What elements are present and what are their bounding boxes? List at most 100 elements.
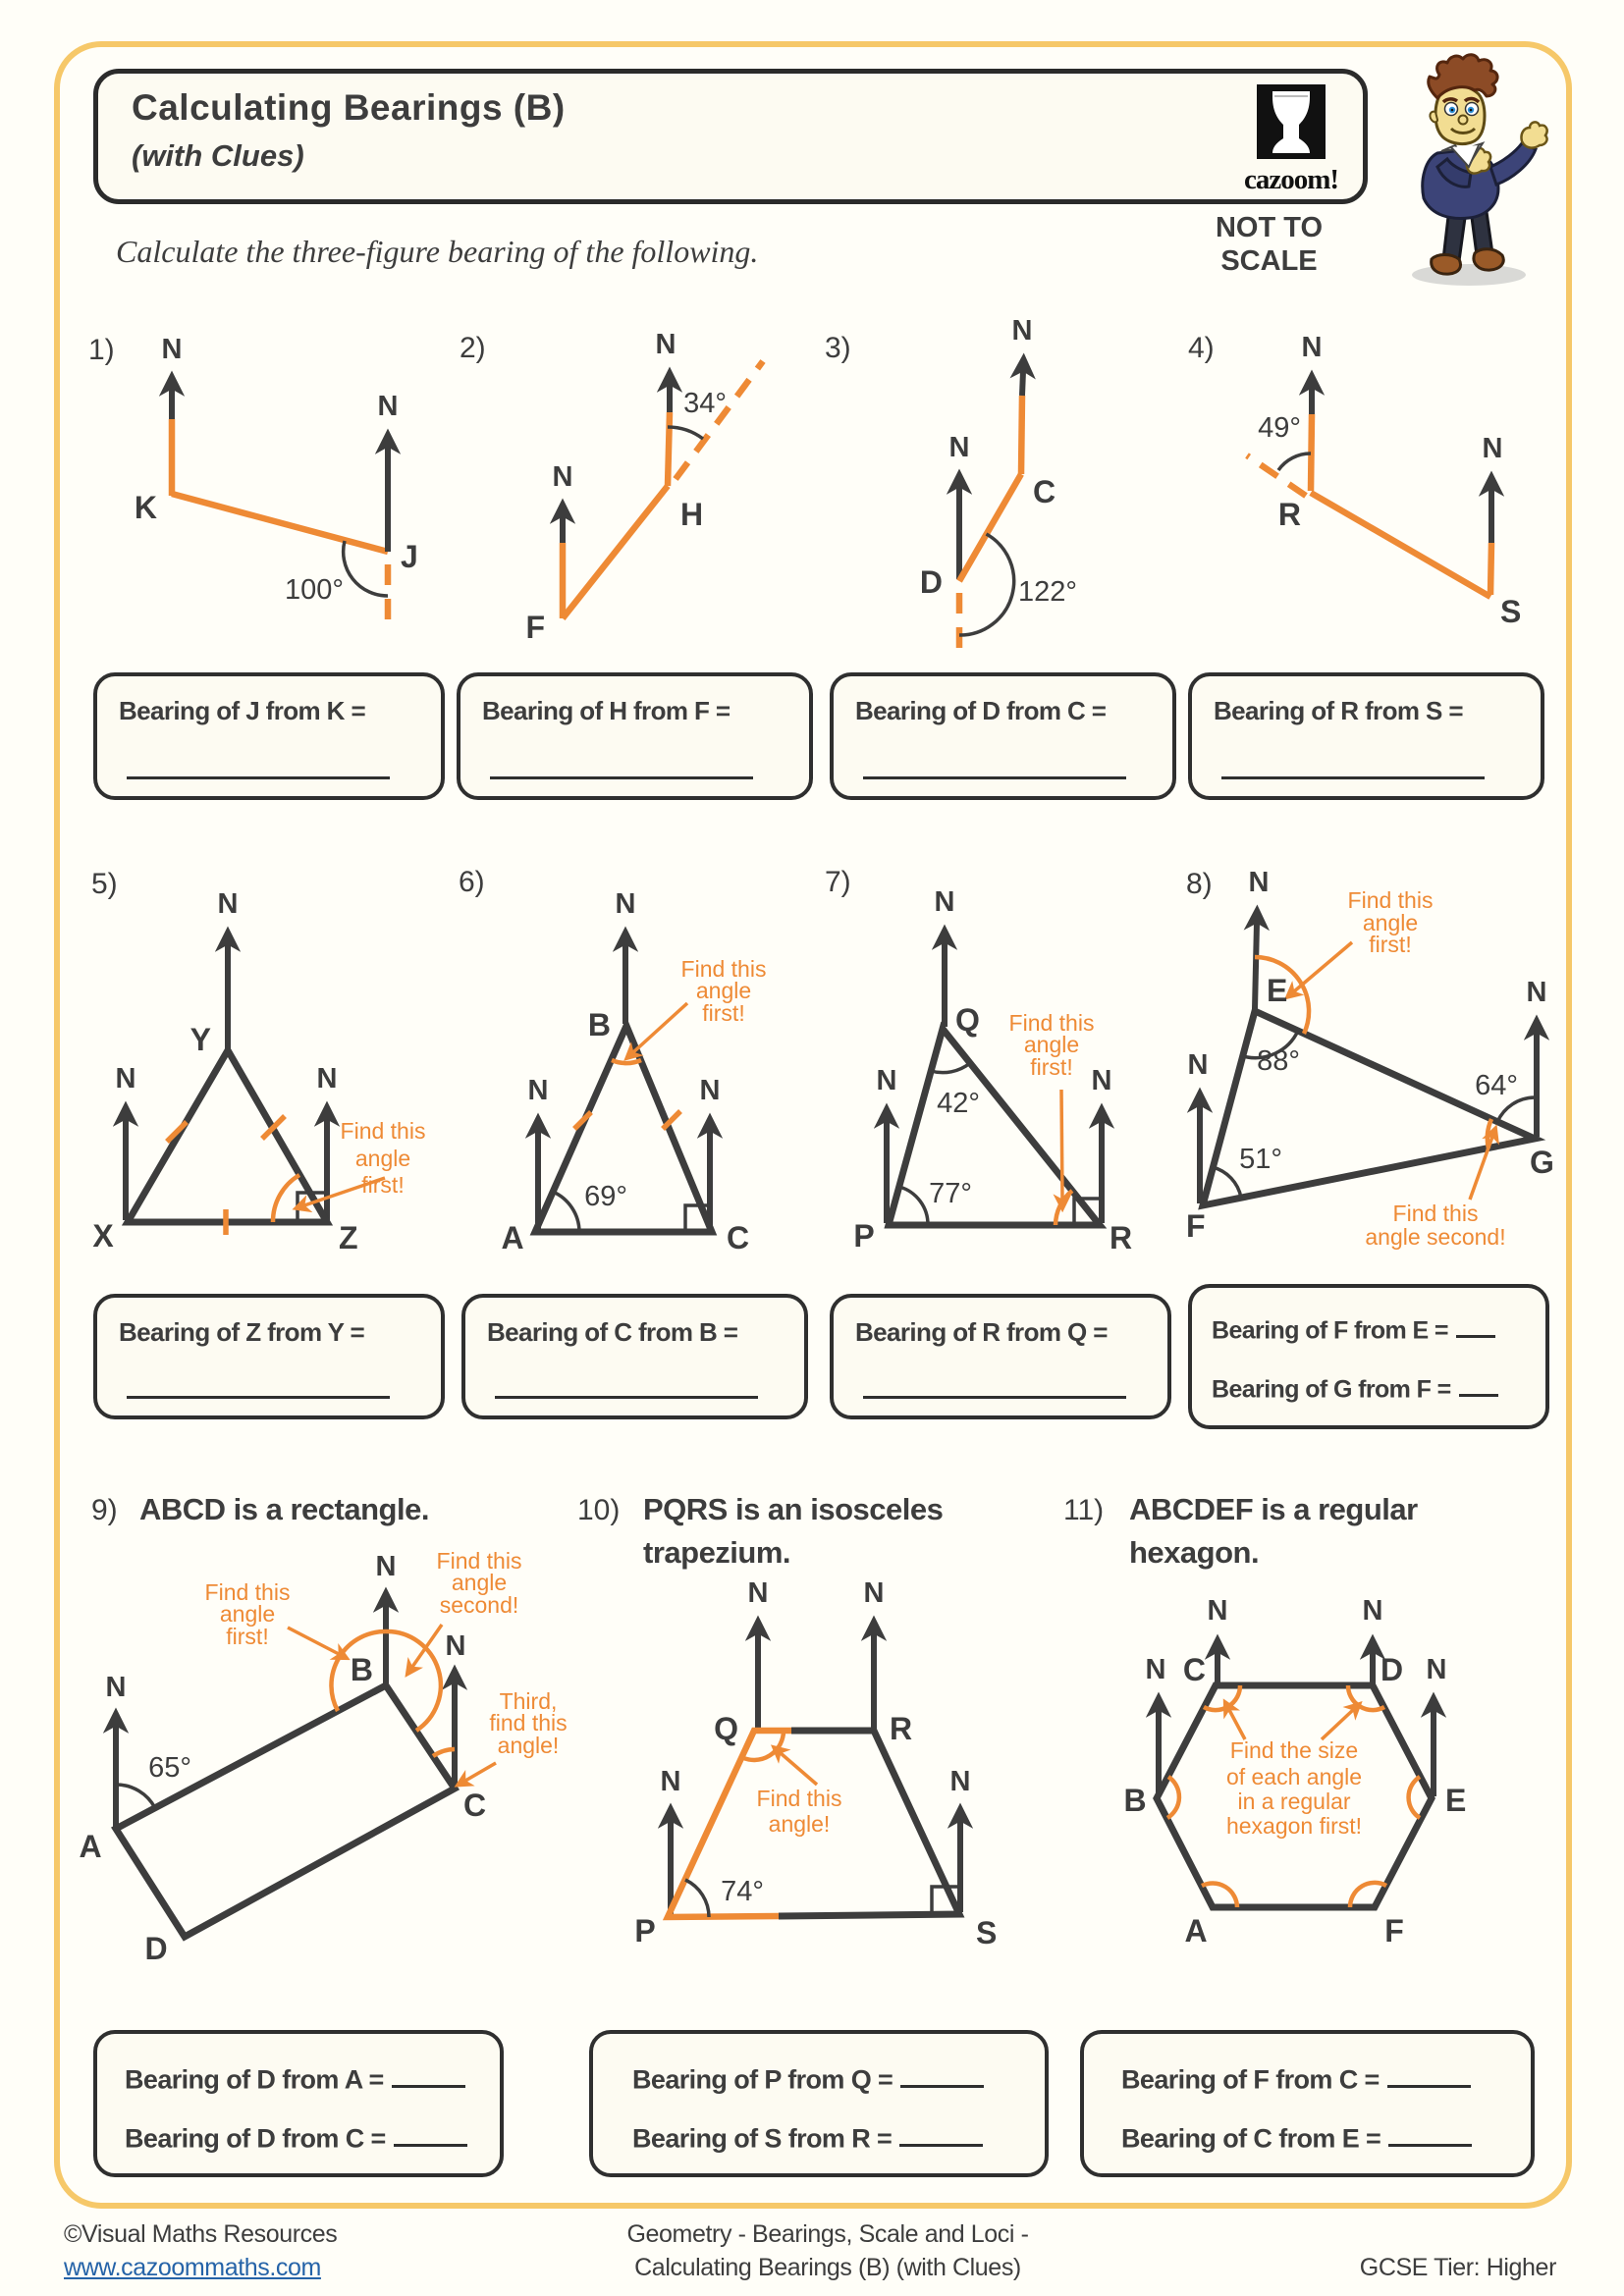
point-C: C [463, 1788, 486, 1823]
answer-blank-4 [1221, 776, 1485, 779]
north-label: N [864, 1577, 885, 1609]
page-subtitle: (with Clues) [132, 138, 304, 173]
north-label: N [950, 1766, 971, 1797]
point-D: D [144, 1931, 167, 1966]
clue-text: Find the size [1230, 1737, 1358, 1763]
problem-10-title-line2: trapezium. [643, 1535, 790, 1570]
answer-label-5: Bearing of Z from Y = [119, 1317, 365, 1347]
not-to-scale-note: NOT TO SCALE [1215, 212, 1324, 277]
angle-69: 69° [584, 1181, 627, 1212]
north-label: N [1188, 1049, 1209, 1081]
problem-9-title: ABCD is a rectangle. [139, 1492, 429, 1526]
answer-blank-8a [1455, 1309, 1495, 1339]
answer-label-8a: Bearing of F from E = [1212, 1309, 1495, 1345]
point-H: H [680, 497, 703, 532]
worksheet-border [54, 41, 1572, 2209]
answer-blank-2 [490, 776, 753, 779]
angle-34: 34° [683, 388, 727, 419]
point-B: B [588, 1007, 611, 1042]
point-P: P [853, 1218, 874, 1254]
problem-6-number: 6) [459, 866, 485, 898]
problem-9-diagram: 9) ABCD is a rectangle. N N N 65° Find t… [79, 1492, 567, 1966]
clue-text: Find this [757, 1786, 842, 1811]
north-label: N [528, 1075, 549, 1106]
north-label: N [1092, 1065, 1112, 1096]
problem-10-diagram: 10) PQRS is an isosceles trapezium. N N … [577, 1492, 997, 1950]
point-C: C [1183, 1652, 1206, 1687]
clue-text: in a regular [1237, 1789, 1350, 1814]
footer-topic-line1: Geometry - Bearings, Scale and Loci - [626, 2220, 1029, 2248]
answer-label-3: Bearing of D from C = [855, 696, 1107, 725]
point-D: D [1380, 1652, 1403, 1687]
point-Y: Y [190, 1022, 211, 1057]
answer-label-4: Bearing of R from S = [1214, 696, 1464, 725]
instruction-text: Calculate the three-figure bearing of th… [116, 234, 759, 269]
point-P: P [634, 1913, 655, 1949]
answer-label-7: Bearing of R from Q = [855, 1317, 1108, 1347]
angle-122: 122° [1018, 576, 1077, 608]
answer-label-2: Bearing of H from F = [482, 696, 731, 725]
clue-text: Find this [681, 956, 767, 982]
point-G: G [1530, 1145, 1554, 1180]
point-A: A [501, 1220, 523, 1255]
point-F: F [1384, 1913, 1404, 1949]
north-label: N [1146, 1654, 1166, 1685]
clue-text: angle [220, 1601, 275, 1627]
problem-4-diagram: 4) N 49° R N S [1188, 332, 1521, 629]
answer-box-8: Bearing of F from E = Bearing of G from … [1188, 1284, 1549, 1429]
point-J: J [401, 539, 418, 574]
north-label: N [162, 334, 183, 365]
angle-100: 100° [285, 574, 344, 606]
problem-11-number: 11) [1063, 1494, 1104, 1526]
clue-text: Find this [205, 1579, 291, 1605]
problem-5-diagram: 5) N N N Find this angle first! X Y Z [91, 868, 426, 1255]
answer-box-3: Bearing of D from C = [830, 672, 1176, 800]
answer-blank-7 [863, 1396, 1126, 1399]
answer-blank-1 [127, 776, 390, 779]
angle-49: 49° [1258, 412, 1301, 444]
answer-blank-10b [899, 2116, 984, 2148]
point-E: E [1445, 1783, 1466, 1818]
north-label: N [1302, 332, 1323, 363]
point-S: S [976, 1915, 997, 1950]
title-box: Calculating Bearings (B) (with Clues) [93, 69, 1368, 204]
north-label: N [748, 1577, 769, 1609]
clue-text: angle [696, 978, 751, 1003]
north-label: N [376, 1551, 397, 1582]
answer-blank-11a [1386, 2057, 1471, 2089]
point-Z: Z [339, 1220, 358, 1255]
problem-6-diagram: 6) N N N 69° Find this angle first! A B … [459, 866, 767, 1255]
point-F: F [525, 610, 545, 645]
north-label: N [616, 888, 636, 920]
clue-text: Find this [341, 1118, 426, 1144]
page-title: Calculating Bearings (B) [132, 87, 566, 128]
problem-10-title-line1: PQRS is an isosceles [643, 1492, 943, 1526]
north-label: N [877, 1065, 897, 1096]
point-S: S [1500, 594, 1521, 629]
answer-box-11: Bearing of F from C = Bearing of C from … [1080, 2030, 1535, 2177]
problem-8-number: 8) [1186, 868, 1213, 900]
footer-website-link[interactable]: www.cazoommaths.com [64, 2254, 321, 2281]
answer-box-4: Bearing of R from S = [1188, 672, 1544, 800]
north-label: N [446, 1630, 466, 1662]
cazoom-drum-icon [1257, 84, 1326, 159]
clue-text: Third, [500, 1688, 558, 1714]
point-R: R [1278, 497, 1301, 532]
clue-text: Find this [437, 1548, 522, 1574]
clue-text: find this [489, 1710, 567, 1735]
problem-3-diagram: 3) N N 122° D C [825, 315, 1077, 650]
north-label: N [656, 329, 677, 360]
clue-text: of each angle [1226, 1764, 1362, 1789]
answer-blank-5 [127, 1396, 390, 1399]
answer-label-11a: Bearing of F from C = [1121, 2057, 1471, 2095]
footer-copyright: ©Visual Maths Resources [64, 2220, 338, 2248]
point-E: E [1267, 973, 1287, 1008]
mascot-character [1412, 53, 1548, 286]
angle-74: 74° [721, 1876, 764, 1907]
clue-text: angle [452, 1570, 507, 1595]
north-label: N [949, 432, 970, 463]
clue-text: angle! [769, 1811, 831, 1837]
point-C: C [727, 1220, 749, 1255]
north-label: N [116, 1063, 136, 1095]
angle-42: 42° [937, 1088, 980, 1119]
